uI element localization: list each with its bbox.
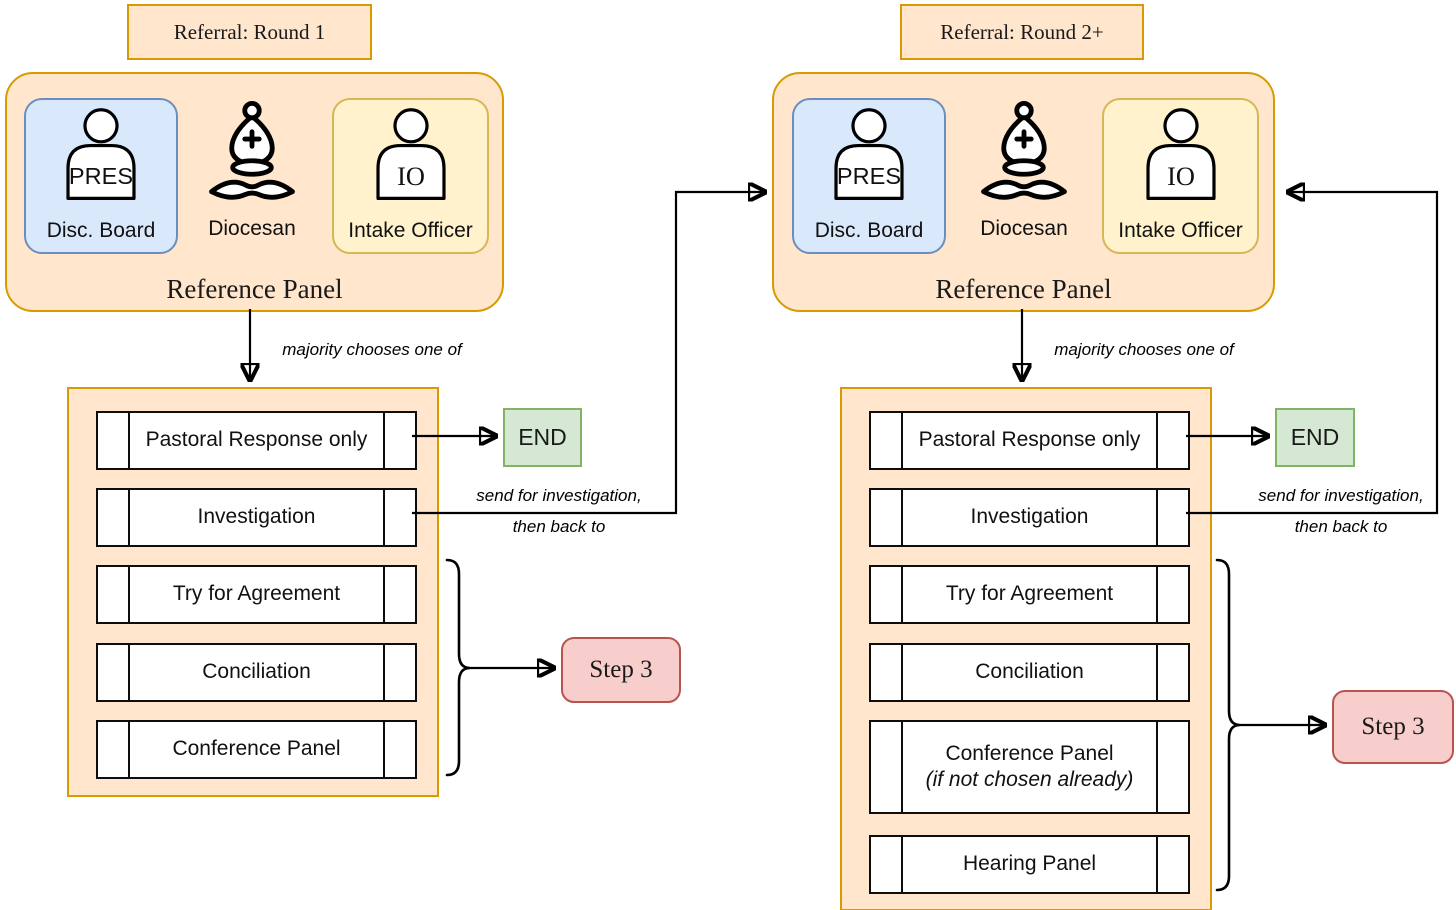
bishop-icon (981, 100, 1067, 200)
disc-board-box-right: PRES Disc. Board (792, 98, 946, 254)
loop-label-right-line1: send for investigation, (1258, 486, 1424, 505)
referral-round2-title: Referral: Round 2+ (900, 4, 1144, 60)
option-try-agreement-left: Try for Agreement (96, 565, 417, 624)
option-label: Try for Agreement (172, 582, 341, 606)
referral-round1-title: Referral: Round 1 (127, 4, 372, 60)
option-label: Pastoral Response only (145, 428, 368, 452)
member-label: Intake Officer (1118, 219, 1243, 242)
majority-label-right: majority chooses one of (1054, 340, 1234, 359)
option-label: Investigation (197, 505, 316, 529)
step3-box-right: Step 3 (1332, 690, 1454, 764)
brace-left (445, 558, 471, 777)
person-icon: IO (375, 108, 446, 200)
option-label: Investigation (970, 505, 1089, 529)
option-label: Pastoral Response only (918, 428, 1141, 452)
brace-right (1215, 558, 1241, 892)
intake-officer-box-right: IO Intake Officer (1102, 98, 1259, 254)
step3-box-left: Step 3 (561, 637, 681, 703)
option-label: Conference Panel (945, 741, 1114, 765)
reference-panel-left: PRES Disc. Board Diocesan IO Intake Offi… (5, 72, 504, 312)
option-investigation-left: Investigation (96, 488, 417, 547)
options-box-left: Pastoral Response only Investigation Try… (67, 387, 439, 797)
member-label: Diocesan (980, 217, 1068, 240)
option-label: Conciliation (202, 660, 311, 684)
member-label: Disc. Board (46, 219, 156, 242)
option-label: Conciliation (975, 660, 1084, 684)
option-note: (if not chosen already) (925, 768, 1134, 791)
panel-label: Reference Panel (935, 274, 1112, 304)
option-label: Conference Panel (172, 737, 341, 761)
diocesan-box-right: Diocesan (964, 98, 1084, 250)
person-icon: PRES (834, 108, 904, 200)
person-icon: PRES (66, 108, 136, 200)
loop-label-left-line2: then back to (512, 517, 606, 536)
disc-board-box-left: PRES Disc. Board (24, 98, 178, 254)
option-label: Try for Agreement (945, 582, 1114, 606)
diocesan-box-left: Diocesan (192, 98, 312, 250)
options-box-right: Pastoral Response only Investigation Try… (840, 387, 1212, 910)
panel-label: Reference Panel (166, 274, 343, 304)
io-badge: IO (1167, 161, 1195, 191)
end-box-right: END (1275, 408, 1355, 467)
reference-panel-right: PRES Disc. Board Diocesan IO Intake Offi… (772, 72, 1275, 312)
member-label: Disc. Board (814, 219, 924, 242)
majority-label-left: majority chooses one of (282, 340, 462, 359)
member-label: Intake Officer (348, 219, 473, 242)
end-box-left: END (503, 408, 582, 467)
person-icon: IO (1145, 108, 1216, 200)
option-hearing-panel-right: Hearing Panel (869, 835, 1190, 894)
io-badge: IO (397, 161, 425, 191)
option-try-agreement-right: Try for Agreement (869, 565, 1190, 624)
option-conference-panel-right: Conference Panel (if not chosen already) (869, 720, 1190, 814)
option-conciliation-right: Conciliation (869, 643, 1190, 702)
loop-label-left-line1: send for investigation, (476, 486, 642, 505)
pres-badge: PRES (837, 163, 901, 189)
option-investigation-right: Investigation (869, 488, 1190, 547)
option-pastoral-response-left: Pastoral Response only (96, 411, 417, 470)
option-pastoral-response-right: Pastoral Response only (869, 411, 1190, 470)
intake-officer-box-left: IO Intake Officer (332, 98, 489, 254)
option-conciliation-left: Conciliation (96, 643, 417, 702)
option-label: Hearing Panel (962, 852, 1097, 876)
bishop-icon (209, 100, 295, 200)
option-conference-panel-left: Conference Panel (96, 720, 417, 779)
member-label: Diocesan (208, 217, 296, 240)
loop-label-right-line2: then back to (1294, 517, 1388, 536)
pres-badge: PRES (69, 163, 133, 189)
